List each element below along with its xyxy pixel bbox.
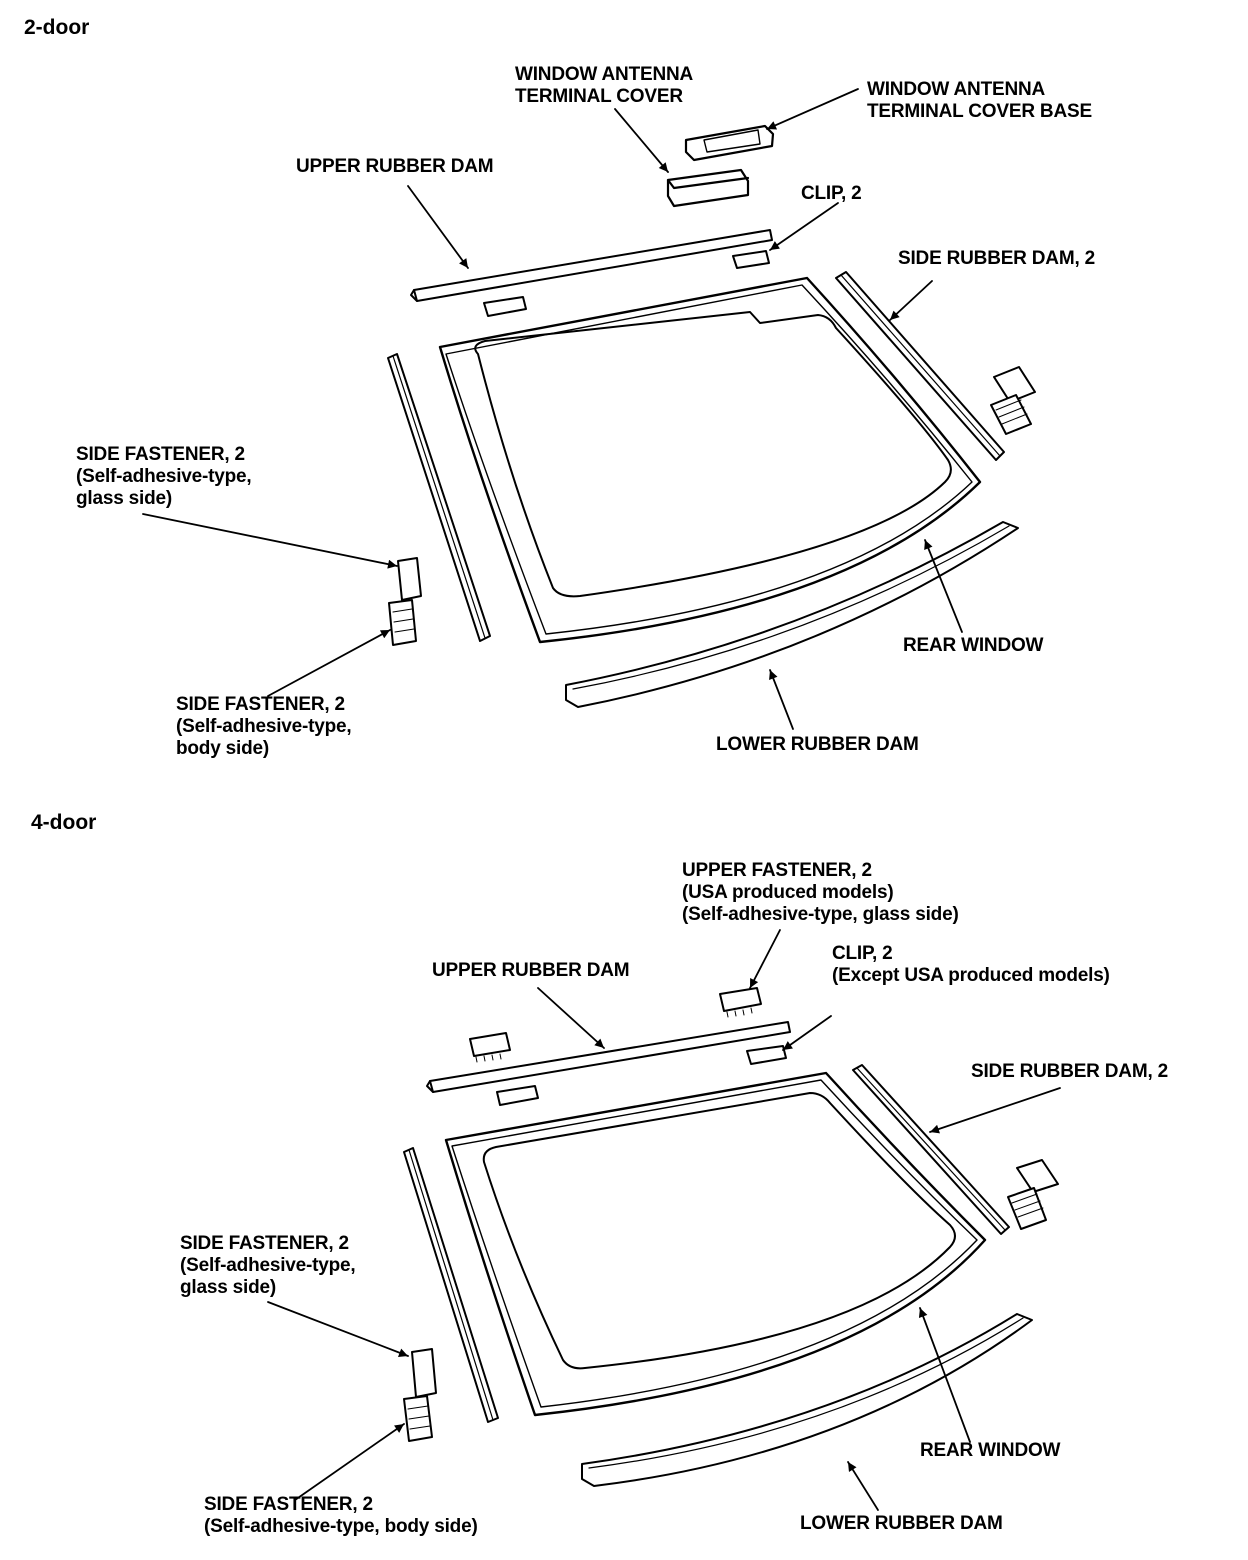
label-clip: CLIP, 2 — [801, 183, 862, 205]
label-lower-rubber-dam: LOWER RUBBER DAM — [800, 1513, 1003, 1535]
two-door-clip-right — [732, 250, 770, 269]
two-door-rear-window — [438, 276, 982, 644]
label-window-antenna-terminal-cover-base: WINDOW ANTENNA TERMINAL COVER BASE — [867, 79, 1092, 123]
label-clip: CLIP, 2 (Except USA produced models) — [832, 943, 1110, 987]
label-line: SIDE FASTENER, 2 — [76, 444, 245, 465]
four-door-upper-fastener-right — [719, 987, 762, 1018]
two-door-side-fastener-body — [388, 599, 417, 646]
label-rear-window: REAR WINDOW — [920, 1440, 1060, 1462]
two-door-clip-left — [483, 296, 527, 317]
label-rear-window: REAR WINDOW — [903, 635, 1043, 657]
label-line: glass side) — [180, 1277, 277, 1298]
label-side-rubber-dam: SIDE RUBBER DAM, 2 — [971, 1061, 1168, 1083]
label-side-fastener-body-side: SIDE FASTENER, 2 (Self-adhesive-type, bo… — [176, 694, 352, 760]
two-door-side-rubber-dam-left — [387, 353, 491, 642]
label-line: CLIP, 2 — [832, 943, 893, 964]
four-door-leader-lines — [267, 929, 1061, 1511]
label-line: LOWER RUBBER DAM — [800, 1513, 1003, 1534]
two-door-side-rubber-dam-right — [835, 271, 1005, 461]
label-side-rubber-dam: SIDE RUBBER DAM, 2 — [898, 248, 1095, 270]
label-line: (Self-adhesive-type, — [180, 1255, 356, 1276]
section-title-4-door: 4-door — [31, 811, 97, 834]
label-line: SIDE RUBBER DAM, 2 — [898, 248, 1095, 269]
label-line: TERMINAL COVER BASE — [867, 101, 1092, 122]
label-side-fastener-glass-side: SIDE FASTENER, 2 (Self-adhesive-type, gl… — [76, 444, 252, 510]
four-door-clip-left — [496, 1085, 539, 1106]
two-door-side-fastener-glass — [397, 557, 422, 601]
four-door-upper-rubber-dam — [426, 1021, 791, 1093]
label-side-fastener-body-side: SIDE FASTENER, 2 (Self-adhesive-type, bo… — [204, 1494, 478, 1538]
two-door-upper-rubber-dam — [410, 229, 773, 302]
label-line: SIDE FASTENER, 2 — [180, 1233, 349, 1254]
label-line: TERMINAL COVER — [515, 86, 683, 107]
four-door-fastener-pair-right — [1007, 1159, 1059, 1230]
label-lower-rubber-dam: LOWER RUBBER DAM — [716, 734, 919, 756]
four-door-rear-window — [444, 1071, 987, 1417]
label-upper-rubber-dam: UPPER RUBBER DAM — [296, 156, 494, 178]
label-line: LOWER RUBBER DAM — [716, 734, 919, 755]
label-line: UPPER RUBBER DAM — [432, 960, 630, 981]
label-line: SIDE RUBBER DAM, 2 — [971, 1061, 1168, 1082]
two-door-lower-rubber-dam — [565, 521, 1019, 708]
label-line: UPPER FASTENER, 2 — [682, 860, 872, 881]
label-line: (Self-adhesive-type, — [176, 716, 352, 737]
label-line: REAR WINDOW — [920, 1440, 1061, 1461]
label-line: WINDOW ANTENNA — [515, 64, 694, 85]
label-line: (Except USA produced models) — [832, 965, 1110, 986]
two-door-fastener-pair-right — [990, 366, 1036, 435]
label-line: body side) — [176, 738, 270, 759]
two-door-leader-lines — [142, 88, 963, 730]
four-door-side-fastener-glass — [411, 1348, 437, 1398]
label-window-antenna-terminal-cover: WINDOW ANTENNA TERMINAL COVER — [515, 64, 693, 108]
four-door-lower-rubber-dam — [581, 1313, 1033, 1487]
label-line: (Self-adhesive-type, — [76, 466, 252, 487]
four-door-side-rubber-dam-right — [852, 1064, 1010, 1235]
label-line: WINDOW ANTENNA — [867, 79, 1046, 100]
label-line: REAR WINDOW — [903, 635, 1044, 656]
label-line: glass side) — [76, 488, 173, 509]
label-line: CLIP, 2 — [801, 183, 862, 204]
four-door-upper-fastener-left — [469, 1032, 511, 1063]
label-upper-rubber-dam: UPPER RUBBER DAM — [432, 960, 630, 982]
two-door-antenna-cover-base — [684, 124, 775, 162]
four-door-clip-right — [746, 1045, 787, 1065]
label-line: (Self-adhesive-type, glass side) — [682, 904, 959, 925]
four-door-side-fastener-body — [403, 1395, 433, 1442]
label-line: (Self-adhesive-type, body side) — [204, 1516, 478, 1537]
label-line: (USA produced models) — [682, 882, 894, 903]
section-title-2-door: 2-door — [24, 16, 90, 39]
label-line: SIDE FASTENER, 2 — [176, 694, 345, 715]
label-line: UPPER RUBBER DAM — [296, 156, 494, 177]
four-door-side-rubber-dam-left — [403, 1147, 499, 1423]
label-upper-fastener: UPPER FASTENER, 2 (USA produced models) … — [682, 860, 959, 926]
label-line: SIDE FASTENER, 2 — [204, 1494, 373, 1515]
two-door-antenna-cover — [666, 168, 750, 208]
label-side-fastener-glass-side: SIDE FASTENER, 2 (Self-adhesive-type, gl… — [180, 1233, 356, 1299]
